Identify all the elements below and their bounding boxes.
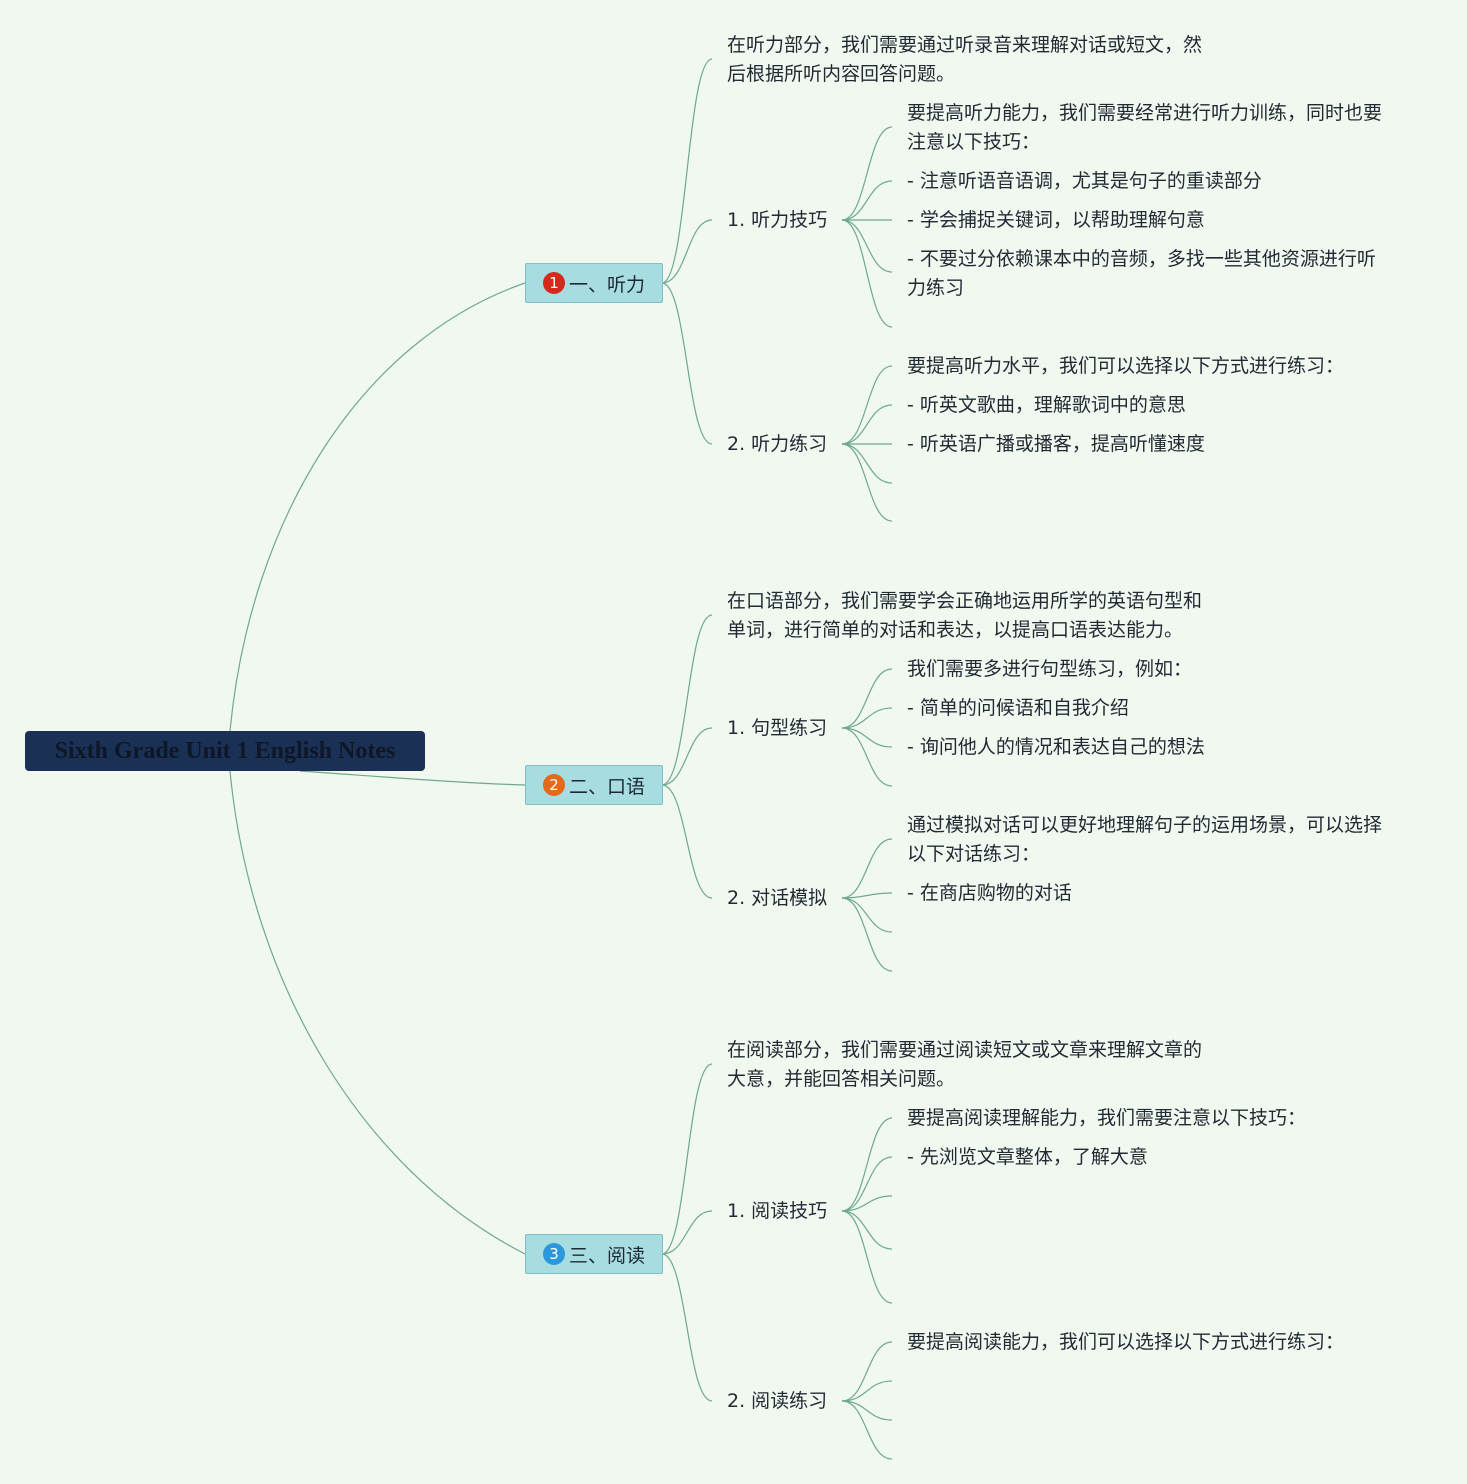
reading-skills-detail: - 先浏览文章整体，了解大意 bbox=[907, 1146, 1148, 1168]
number-three-icon: 3 bbox=[542, 1243, 565, 1265]
sentence-practice-detail: - 询问他人的情况和表达自己的想法 bbox=[907, 736, 1205, 758]
sub-reading-practice[interactable]: 2. 阅读练习 bbox=[727, 1390, 828, 1412]
detail-connector bbox=[841, 1195, 893, 1212]
detail-connector bbox=[841, 838, 893, 899]
sub-dialogue-simulation[interactable]: 2. 对话模拟 bbox=[727, 887, 828, 909]
detail-connector bbox=[841, 219, 893, 273]
branch-label: 二、口语 bbox=[568, 775, 645, 798]
detail-connector bbox=[841, 219, 893, 328]
dialogue-simulation-detail: 通过模拟对话可以更好地理解句子的运用场景，可以选择 以下对话练习： bbox=[907, 811, 1382, 869]
text-line: 通过模拟对话可以更好地理解句子的运用场景，可以选择 bbox=[907, 814, 1383, 836]
sub-reading-skills[interactable]: 1. 阅读技巧 bbox=[727, 1200, 828, 1222]
listening-practice-detail: 要提高听力水平，我们可以选择以下方式进行练习： bbox=[907, 355, 1345, 377]
sentence-practice-detail: - 简单的问候语和自我介绍 bbox=[907, 697, 1129, 719]
branch-connector bbox=[661, 1063, 713, 1255]
branch-listening[interactable]: 1 一、听力 bbox=[525, 263, 663, 303]
detail-connector bbox=[841, 443, 893, 484]
dialogue-simulation-detail: - 在商店购物的对话 bbox=[907, 882, 1072, 904]
branch-connector bbox=[661, 219, 713, 284]
detail-connector bbox=[841, 727, 893, 748]
detail-connector bbox=[841, 1156, 893, 1212]
detail-connector bbox=[841, 180, 893, 221]
text-line: 单词，进行简单的对话和表达，以提高口语表达能力。 bbox=[727, 619, 1184, 641]
branch-connector bbox=[661, 282, 713, 445]
root-connector bbox=[229, 770, 526, 1255]
sentence-practice-detail: 我们需要多进行句型练习，例如： bbox=[907, 658, 1193, 680]
branch-label: 三、阅读 bbox=[568, 1244, 645, 1267]
detail-connector bbox=[841, 126, 893, 221]
reading-intro: 在阅读部分，我们需要通过阅读短文或文章来理解文章的 大意，并能回答相关问题。 bbox=[727, 1036, 1202, 1094]
root-connector bbox=[229, 282, 526, 732]
detail-connector bbox=[841, 1210, 893, 1304]
text-line: 后根据所听内容回答问题。 bbox=[727, 63, 956, 85]
branch-connector bbox=[661, 1253, 713, 1402]
detail-connector bbox=[841, 1341, 893, 1402]
branch-label: 一、听力 bbox=[568, 273, 645, 296]
detail-connector bbox=[841, 892, 893, 899]
text-line: 以下对话练习： bbox=[907, 843, 1041, 865]
branch-connector bbox=[661, 58, 713, 284]
sub-listening-practice[interactable]: 2. 听力练习 bbox=[727, 433, 828, 455]
root-title: Sixth Grade Unit 1 English Notes bbox=[54, 737, 396, 764]
branch-connector bbox=[661, 614, 713, 786]
detail-connector bbox=[841, 897, 893, 933]
text-line: 在口语部分，我们需要学会正确地运用所学的英语句型和 bbox=[727, 590, 1203, 612]
number-two-icon: 2 bbox=[542, 774, 565, 796]
listening-skills-detail: - 注意听语音语调，尤其是句子的重读部分 bbox=[907, 170, 1262, 192]
listening-skills-detail: - 学会捕捉关键词，以帮助理解句意 bbox=[907, 209, 1205, 231]
branch-reading[interactable]: 3 三、阅读 bbox=[525, 1234, 663, 1274]
sub-listening-skills[interactable]: 1. 听力技巧 bbox=[727, 209, 828, 231]
detail-connector bbox=[841, 365, 893, 445]
sub-sentence-practice[interactable]: 1. 句型练习 bbox=[727, 717, 828, 739]
listening-skills-detail: - 不要过分依赖课本中的音频，多找一些其他资源进行听 力练习 bbox=[907, 245, 1376, 303]
detail-connector bbox=[841, 1400, 893, 1421]
branch-connector bbox=[661, 1210, 713, 1255]
text-line: 在阅读部分，我们需要通过阅读短文或文章来理解文章的 bbox=[727, 1039, 1203, 1061]
detail-connector bbox=[841, 404, 893, 445]
reading-skills-detail: 要提高阅读理解能力，我们需要注意以下技巧： bbox=[907, 1107, 1307, 1129]
detail-connector bbox=[841, 707, 893, 729]
text-line: 力练习 bbox=[907, 277, 965, 299]
root-node[interactable]: Sixth Grade Unit 1 English Notes bbox=[25, 731, 425, 771]
detail-connector bbox=[841, 727, 893, 787]
branch-connector bbox=[661, 727, 713, 786]
branch-speaking[interactable]: 2 二、口语 bbox=[525, 765, 663, 805]
text-line: 在听力部分，我们需要通过听录音来理解对话或短文，然 bbox=[727, 34, 1203, 56]
detail-connector bbox=[841, 897, 893, 972]
listening-skills-detail: 要提高听力能力，我们需要经常进行听力训练，同时也要 注意以下技巧： bbox=[907, 99, 1382, 157]
text-line: 注意以下技巧： bbox=[907, 131, 1041, 153]
branch-connector bbox=[661, 784, 713, 899]
speaking-intro: 在口语部分，我们需要学会正确地运用所学的英语句型和 单词，进行简单的对话和表达，… bbox=[727, 587, 1202, 645]
detail-connector bbox=[841, 443, 893, 522]
reading-practice-detail: 要提高阅读能力，我们可以选择以下方式进行练习： bbox=[907, 1331, 1345, 1353]
detail-connector bbox=[841, 1380, 893, 1402]
text-line: 大意，并能回答相关问题。 bbox=[727, 1068, 956, 1090]
root-connector bbox=[299, 770, 526, 786]
text-line: - 不要过分依赖课本中的音频，多找一些其他资源进行听 bbox=[907, 248, 1376, 270]
number-one-icon: 1 bbox=[542, 272, 565, 294]
listening-intro: 在听力部分，我们需要通过听录音来理解对话或短文，然 后根据所听内容回答问题。 bbox=[727, 31, 1202, 89]
detail-connector bbox=[841, 668, 893, 729]
detail-connector bbox=[841, 1210, 893, 1250]
listening-practice-detail: - 听英文歌曲，理解歌词中的意思 bbox=[907, 394, 1186, 416]
listening-practice-detail: - 听英语广播或播客，提高听懂速度 bbox=[907, 433, 1205, 455]
detail-connector bbox=[841, 1400, 893, 1460]
text-line: 要提高听力能力，我们需要经常进行听力训练，同时也要 bbox=[907, 102, 1383, 124]
detail-connector bbox=[841, 1117, 893, 1212]
